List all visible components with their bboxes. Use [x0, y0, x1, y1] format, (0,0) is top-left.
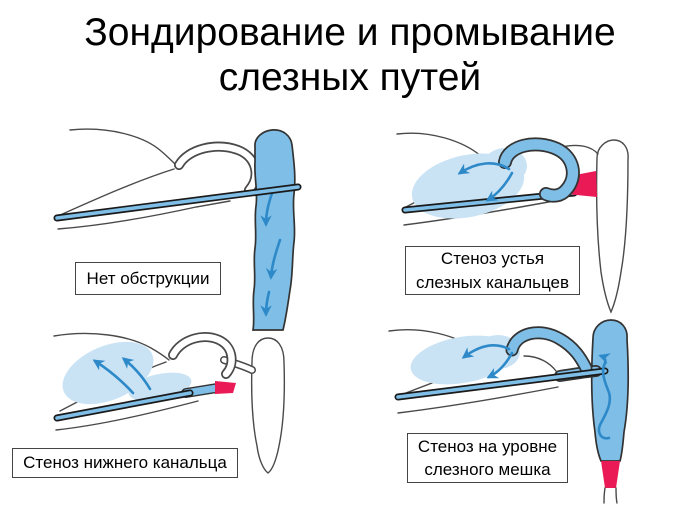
canaliculus-loop-channel [169, 333, 235, 378]
canaliculus-loop-filled [507, 327, 591, 373]
caption-text: Стеноз нижнего канальца [23, 453, 227, 473]
caption-sac-level-stenosis: Стеноз на уровне слезного мешка [407, 433, 568, 483]
reflux-arrow [92, 359, 135, 395]
caption-lower-canaliculus-stenosis: Стеноз нижнего канальца [12, 448, 238, 478]
reflux-arrow [461, 343, 511, 359]
lacrimal-probe-fluid [55, 391, 192, 420]
lacrimal-probe-fluid [396, 369, 607, 399]
caption-text: слезного мешка [424, 460, 551, 479]
nasolacrimal-duct-outline [615, 487, 618, 504]
common-canaliculus-outline [561, 144, 599, 155]
common-canaliculus-channel [221, 357, 255, 373]
caption-text: Стеноз устья [440, 249, 545, 269]
brow-profile-outline [53, 332, 170, 361]
canaliculus-inner-fold [523, 355, 557, 372]
caption-no-obstruction: Нет обструкции [75, 262, 221, 295]
reflux-arrow [486, 351, 514, 379]
caption-text: Нет обструкции [86, 268, 210, 288]
reflux-arrow [121, 357, 152, 391]
panel-sac-level-stenosis-drawing [388, 319, 630, 504]
title-line-2: слезных путей [218, 56, 482, 100]
caption-text: Стеноз на уровне [417, 436, 558, 456]
caption-text: слезных канальцев [415, 272, 570, 292]
lacrimal-sac-filled [590, 319, 630, 462]
nasolacrimal-duct-filled [251, 129, 296, 331]
brow-profile-outline [69, 128, 178, 167]
caption-canaliculi-ostium-stenosis: Стеноз устья слезных канальцев [405, 246, 580, 295]
lacrimal-probe-fluid [55, 185, 300, 220]
downward-flow-arrow [265, 238, 282, 280]
lacrimal-sac-empty [250, 337, 286, 474]
cheek-outline [397, 386, 559, 414]
stenosis-mark [601, 461, 620, 488]
lacrimal-sac-empty [595, 139, 629, 314]
nasolacrimal-duct-outline [603, 487, 606, 504]
downward-flow-arrow [260, 290, 272, 317]
panel-lower-canaliculus-stenosis-drawing [53, 332, 286, 474]
reflux-arrow [485, 171, 514, 202]
panel-canaliculi-ostium-stenosis-drawing [396, 132, 629, 314]
stenosis-mark [215, 381, 236, 394]
swirl-arrow [597, 353, 612, 440]
cheek-outline [55, 400, 199, 431]
cheek-outline [57, 200, 231, 230]
canaliculus-loop-filled [499, 139, 579, 201]
title-line-1: Зондирование и промывание [84, 11, 616, 54]
reflux-arrow [457, 162, 511, 175]
lid-margin-outline [57, 168, 175, 217]
canaliculus-loop-channel [175, 143, 259, 194]
panel-no-obstruction-drawing [53, 128, 302, 331]
